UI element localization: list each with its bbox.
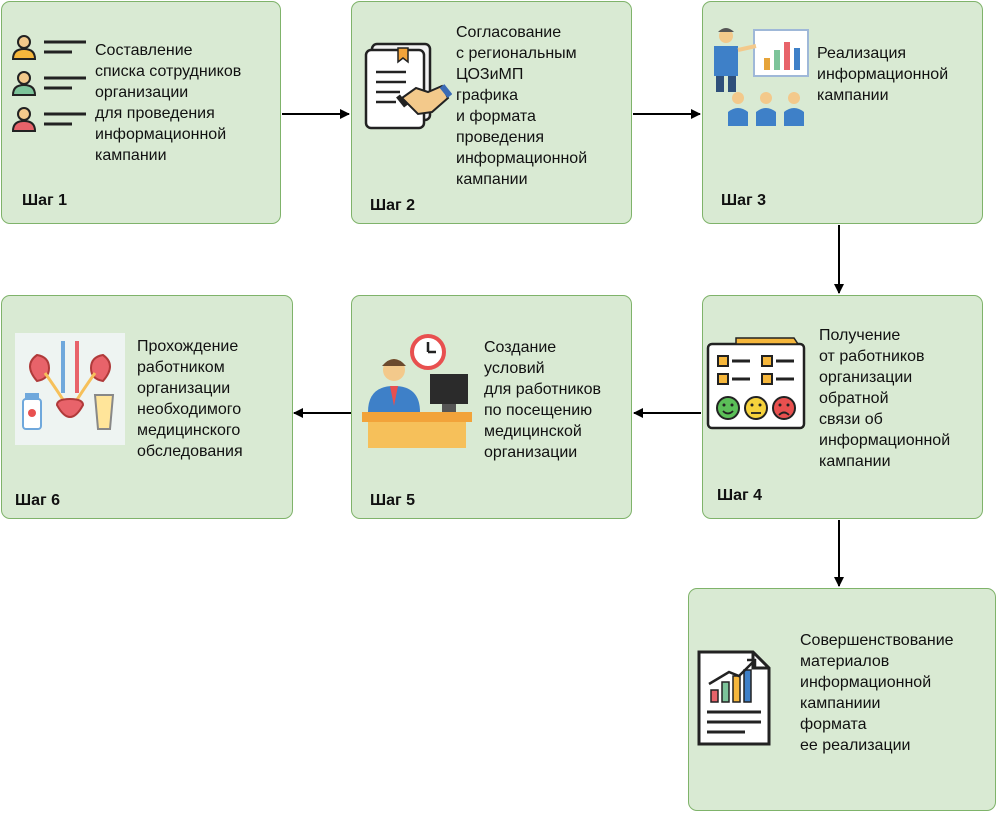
step-2-label: Шаг 2 bbox=[370, 197, 415, 214]
step-5-label: Шаг 5 bbox=[370, 492, 415, 509]
step-6-label: Шаг 6 bbox=[15, 492, 60, 509]
feedback-survey-icon bbox=[706, 337, 806, 430]
step-4-box bbox=[702, 295, 983, 519]
step-1-label: Шаг 1 bbox=[22, 192, 67, 209]
office-worker-clock-icon bbox=[362, 334, 472, 448]
presentation-icon bbox=[714, 28, 809, 126]
step-3-box bbox=[702, 1, 983, 224]
employee-list-icon bbox=[11, 35, 86, 132]
report-chart-icon bbox=[697, 650, 771, 746]
step-3-label: Шаг 3 bbox=[721, 192, 766, 209]
step-4-label: Шаг 4 bbox=[717, 487, 762, 504]
handshake-document-icon bbox=[364, 42, 452, 130]
medical-exam-icon bbox=[15, 333, 125, 445]
